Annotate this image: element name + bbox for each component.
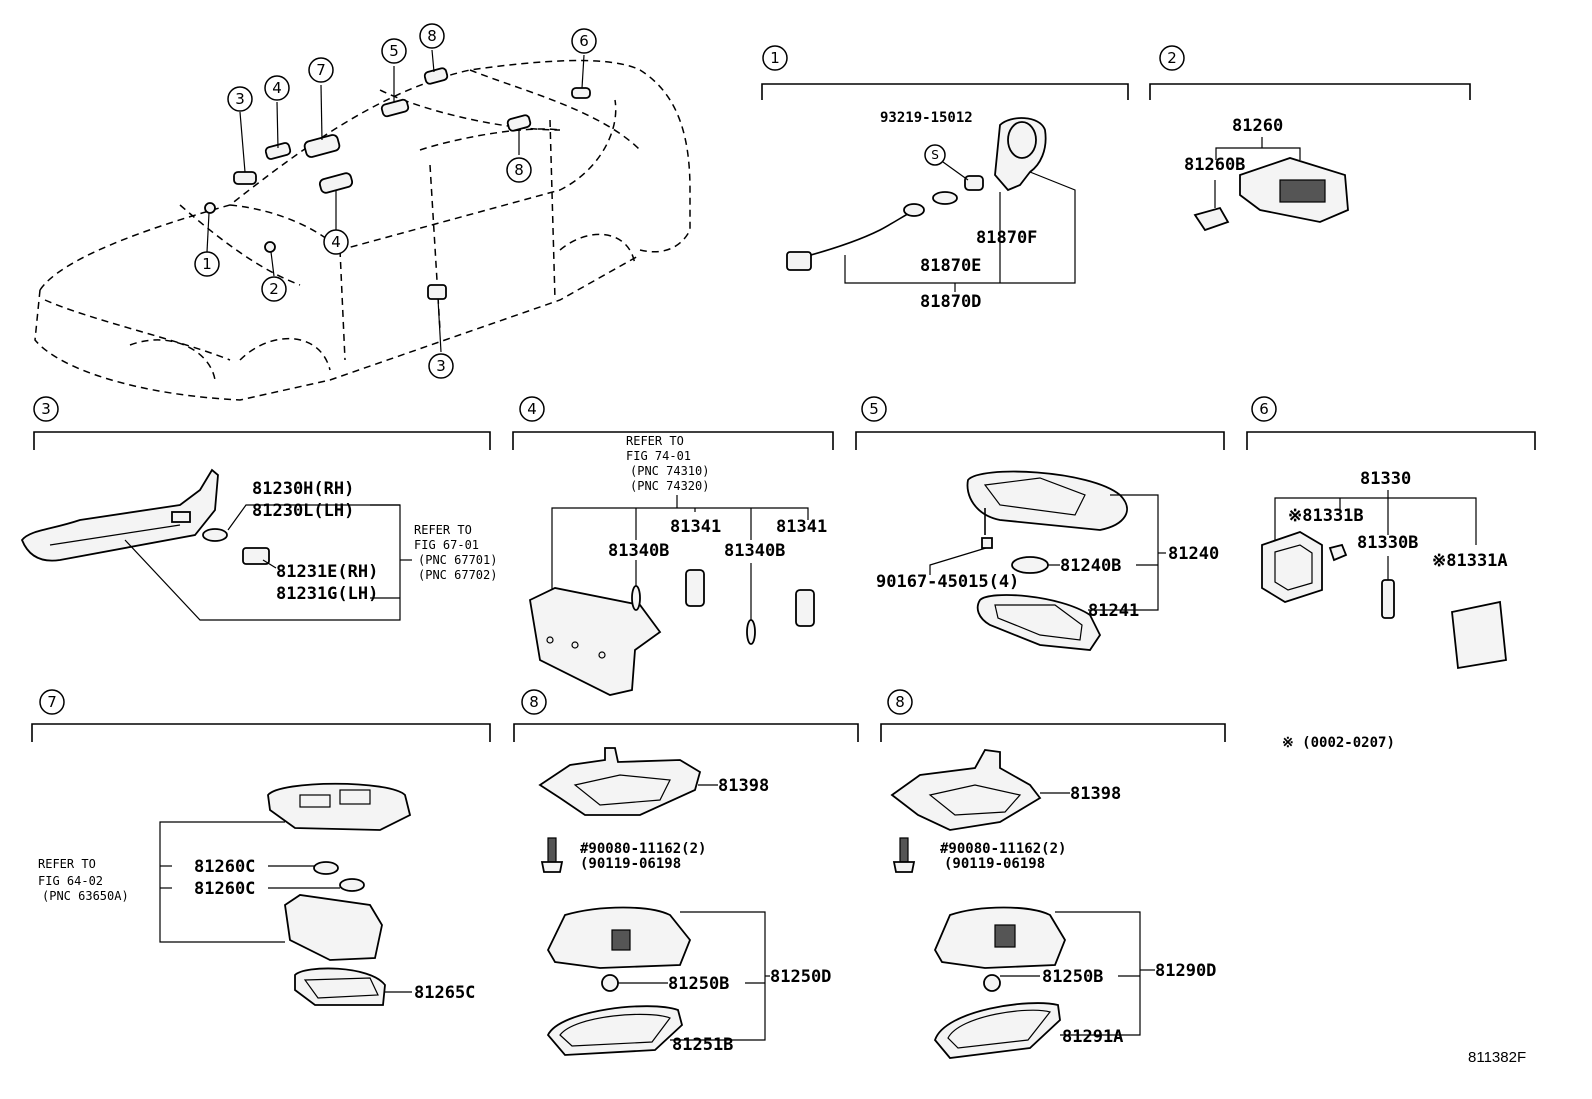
group-2: 2 81260 81260B xyxy=(1149,45,1471,232)
group-8a: 8 81398 #90080-11162(2) (90119-06198 812… xyxy=(513,689,859,1056)
svg-text:7: 7 xyxy=(316,61,326,79)
svg-text:1: 1 xyxy=(202,255,212,273)
group-8a-number: 8 xyxy=(529,693,539,711)
label-81251B: 81251B xyxy=(672,1035,733,1055)
label-81260: 81260 xyxy=(1232,116,1283,136)
svg-text:3: 3 xyxy=(235,90,245,108)
label-93219-15012: 93219-15012 xyxy=(880,110,973,126)
label-81340B-a: 81340B xyxy=(608,541,669,561)
group-3: 3 81230H(RH) 81230L(LH) 81231E(RH) 81231… xyxy=(20,396,497,621)
group-1-number: 1 xyxy=(770,49,780,67)
label-90080-11162-b: #90080-11162(2) xyxy=(940,841,1066,857)
label-81340B-b: 81340B xyxy=(724,541,785,561)
group-7: 7 81260C 81260C REFER TO FIG 64-02 (PNC … xyxy=(31,689,491,1006)
label-81398-b: 81398 xyxy=(1070,784,1121,804)
refer-7-line3: (PNC 63650A) xyxy=(42,889,129,903)
group-4-number: 4 xyxy=(527,400,537,418)
label-s-mark: S xyxy=(931,148,939,162)
car-callout-5: 5 xyxy=(381,38,407,64)
refer-7-line1: REFER TO xyxy=(38,857,96,871)
label-81240B: 81240B xyxy=(1060,556,1121,576)
refer-3-line2: FIG 67-01 xyxy=(414,538,479,552)
refer-4-line3: (PNC 74310) xyxy=(630,464,709,478)
car-callout-8-top: 8 xyxy=(419,23,445,49)
label-81291A: 81291A xyxy=(1062,1027,1123,1047)
label-81240: 81240 xyxy=(1168,544,1219,564)
svg-text:8: 8 xyxy=(427,27,437,45)
refer-4-line2: FIG 74-01 xyxy=(626,449,691,463)
label-81290D: 81290D xyxy=(1155,961,1216,981)
label-81398-a: 81398 xyxy=(718,776,769,796)
refer-3-line4: (PNC 67702) xyxy=(418,568,497,582)
car-callout-1: 1 xyxy=(194,251,220,277)
label-90080-11162-a: #90080-11162(2) xyxy=(580,841,706,857)
group-6: 6 81330 ※81331B 81330B ※81331A ※ (0002-0… xyxy=(1246,396,1536,751)
refer-3-line1: REFER TO xyxy=(414,523,472,537)
car-callout-8-rear: 8 xyxy=(506,157,532,183)
refer-4-line1: REFER TO xyxy=(626,434,684,448)
group-5-number: 5 xyxy=(869,400,879,418)
label-81330: 81330 xyxy=(1360,469,1411,489)
svg-text:5: 5 xyxy=(389,42,399,60)
svg-text:4: 4 xyxy=(272,79,282,97)
car-callout-3-top: 3 xyxy=(227,86,253,112)
label-81230H: 81230H(RH) xyxy=(252,479,354,499)
svg-text:4: 4 xyxy=(331,233,341,251)
group-2-number: 2 xyxy=(1167,49,1177,67)
car-callout-3-low: 3 xyxy=(428,353,454,379)
car-callout-4-top: 4 xyxy=(264,75,290,101)
label-90119-06198-b: (90119-06198 xyxy=(944,856,1045,872)
group-8b: 8 81398 #90080-11162(2) (90119-06198 812… xyxy=(880,689,1226,1059)
label-81870E: 81870E xyxy=(920,256,981,276)
label-81250B-a: 81250B xyxy=(668,974,729,994)
group-5: 5 90167-45015(4) 81240B 81240 81241 xyxy=(855,396,1225,651)
label-81870F: 81870F xyxy=(976,228,1037,248)
label-81231G: 81231G(LH) xyxy=(276,584,378,604)
svg-text:2: 2 xyxy=(269,280,279,298)
car-callout-2: 2 xyxy=(261,276,287,302)
note-6: ※ (0002-0207) xyxy=(1282,735,1395,751)
car-overview xyxy=(34,49,691,401)
label-81230L: 81230L(LH) xyxy=(252,501,354,521)
svg-text:6: 6 xyxy=(579,32,589,50)
label-81260B: 81260B xyxy=(1184,155,1245,175)
car-callout-7: 7 xyxy=(308,57,334,83)
svg-text:8: 8 xyxy=(514,161,524,179)
figure-code: 811382F xyxy=(1468,1049,1526,1066)
car-callout-4-low: 4 xyxy=(323,229,349,255)
label-81330B: 81330B xyxy=(1357,533,1418,553)
label-81870D: 81870D xyxy=(920,292,981,312)
group-1: 1 93219-15012 S 81870F 81870E 81870D xyxy=(761,45,1129,312)
label-81241: 81241 xyxy=(1088,601,1139,621)
refer-7-line2: FIG 64-02 xyxy=(38,874,103,888)
refer-3-line3: (PNC 67701) xyxy=(418,553,497,567)
group-8b-number: 8 xyxy=(895,693,905,711)
group-3-number: 3 xyxy=(41,400,51,418)
label-90119-06198-a: (90119-06198 xyxy=(580,856,681,872)
car-callout-6: 6 xyxy=(571,28,597,54)
svg-text:3: 3 xyxy=(436,357,446,375)
label-90167-45015: 90167-45015(4) xyxy=(876,572,1019,592)
refer-4-line4: (PNC 74320) xyxy=(630,479,709,493)
label-81250B-b: 81250B xyxy=(1042,967,1103,987)
label-81250D: 81250D xyxy=(770,967,831,987)
label-81341-b: 81341 xyxy=(776,517,827,537)
label-81260C-a: 81260C xyxy=(194,857,255,877)
label-81341-a: 81341 xyxy=(670,517,721,537)
label-81231E: 81231E(RH) xyxy=(276,562,378,582)
group-7-number: 7 xyxy=(47,693,57,711)
group-4: 4 REFER TO FIG 74-01 (PNC 74310) (PNC 74… xyxy=(512,396,834,696)
label-81331B: ※81331B xyxy=(1288,506,1364,526)
label-81265C: 81265C xyxy=(414,983,475,1003)
group-6-number: 6 xyxy=(1259,400,1269,418)
label-81260C-b: 81260C xyxy=(194,879,255,899)
label-81331A: ※81331A xyxy=(1432,551,1508,571)
